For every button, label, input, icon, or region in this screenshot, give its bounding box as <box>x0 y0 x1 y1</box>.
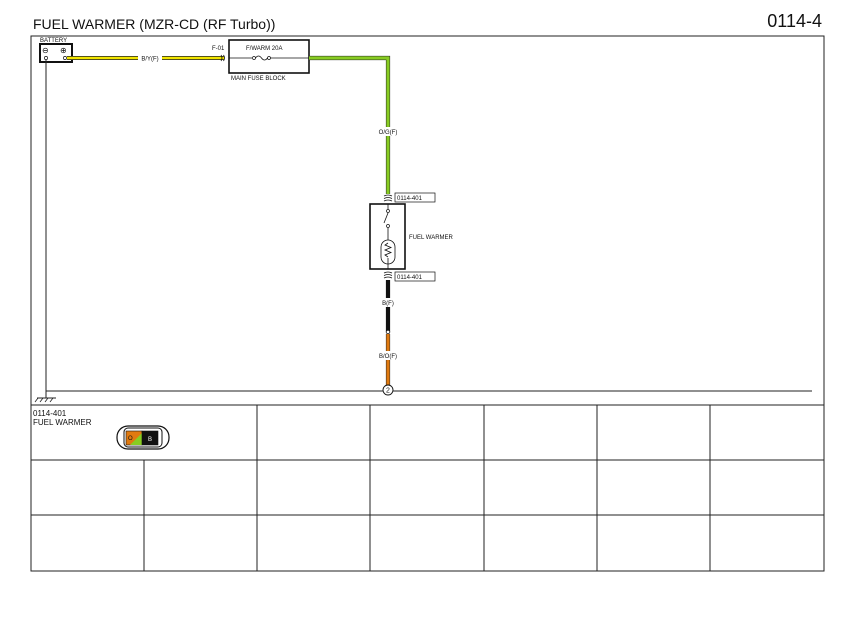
connector-f01-icon <box>220 54 225 62</box>
connector-top-label: 0114-401 <box>397 196 423 202</box>
connector-code: 0114-401 <box>33 409 67 418</box>
connector-top-icon <box>383 194 393 202</box>
ground-icon <box>34 391 56 403</box>
wire-label-b: B(F) <box>382 301 394 307</box>
wire-label-bg <box>374 351 402 360</box>
page-number: 0114-4 <box>767 11 822 31</box>
pin-right-label: B <box>148 437 152 443</box>
battery-box <box>39 43 73 63</box>
wire-label-by: B/Y(F) <box>141 57 158 63</box>
wire-label-bg <box>138 54 162 62</box>
pin-green-stripe <box>130 433 142 445</box>
battery-terminal-neg <box>44 56 48 60</box>
wire-label-bg <box>374 127 402 136</box>
battery-terminal-pos <box>63 56 67 60</box>
fuse-icon <box>229 55 309 61</box>
main-fuse-block[interactable]: F/WARM 20A MAIN FUSE BLOCK <box>228 39 310 82</box>
fuse-connector-label: F-01 <box>212 46 225 52</box>
connector-bottom-label: 0114-401 <box>397 275 423 281</box>
wire-fuse-to-warmer[interactable] <box>309 55 391 194</box>
diagram-frame <box>30 35 825 572</box>
connector-face-icon[interactable]: O B <box>116 425 170 450</box>
splice-number: 2 <box>386 388 390 395</box>
battery[interactable]: BATTERY ⊖ ⊕ <box>39 38 73 63</box>
wire-label-og: O/G(F) <box>379 130 398 136</box>
fuse-block-label: MAIN FUSE BLOCK <box>231 76 286 82</box>
connector-name: FUEL WARMER <box>33 418 92 427</box>
fuel-warmer-label: FUEL WARMER <box>409 235 454 241</box>
battery-negative-icon: ⊖ <box>42 46 49 55</box>
connector-table-grid <box>31 404 824 571</box>
page-title: FUEL WARMER (MZR-CD (RF Turbo)) <box>33 16 276 32</box>
wire-joint <box>385 329 391 335</box>
switch-contact-bottom <box>386 224 390 228</box>
connector-tag-top <box>394 192 436 203</box>
connector-tag-bottom <box>394 271 436 282</box>
switch-contact-top <box>386 209 390 213</box>
thermo-switch-icon <box>383 212 389 224</box>
battery-label: BATTERY <box>40 38 67 44</box>
battery-positive-icon: ⊕ <box>60 46 67 55</box>
connector-table-cell: 0114-401 FUEL WARMER <box>33 409 92 427</box>
wire-label-bo: B/O(F) <box>379 354 397 360</box>
wire-label-bg <box>378 298 398 307</box>
connector-bottom-icon <box>383 271 393 279</box>
fuel-warmer[interactable]: FUEL WARMER <box>369 203 454 270</box>
pin-black <box>141 430 159 446</box>
ground-splice-point[interactable] <box>382 384 394 396</box>
fuse-name: F/WARM 20A <box>246 46 282 52</box>
pin-left-label: O <box>128 436 133 442</box>
